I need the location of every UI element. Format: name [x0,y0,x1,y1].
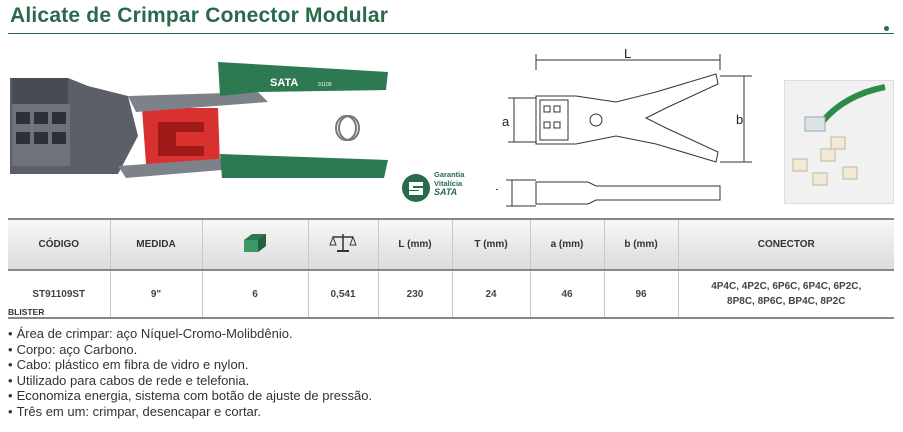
cell-t: 24 [452,270,531,319]
spec-table: CÓDIGO MEDIDA L (mm) T (mm) a (mm) b (mm… [8,218,894,319]
dimension-diagram: L a b T [496,46,752,207]
header-codigo: CÓDIGO [8,218,111,271]
cell-l: 230 [378,270,453,319]
packaging-label: BLISTER [8,307,45,317]
page-title: Alicate de Crimpar Conector Modular [10,4,389,27]
conector-line-1: 4P4C, 4P2C, 6P6C, 6P4C, 6P2C, [711,281,862,292]
connectors-photo [784,80,894,204]
cell-quantity: 6 [202,270,309,319]
feature-item: Três em um: crimpar, desencapar e cortar… [8,404,372,420]
guarantee-badge: Garantia Vitalícia SATA [398,168,478,208]
feature-item: Corpo: aço Carbono. [8,342,372,358]
header-b: b (mm) [604,218,679,271]
box-icon [244,234,266,252]
header-medida: MEDIDA [110,218,203,271]
badge-line1: Garantia [434,170,465,179]
header-t: T (mm) [452,218,531,271]
feature-list: Área de crimpar: aço Níquel-Cromo-Molibd… [8,326,373,420]
label-a: a [502,114,510,129]
feature-item: Cabo: plástico em fibra de vidro e nylon… [8,357,372,373]
header-quantity [202,218,309,271]
table-header-row: CÓDIGO MEDIDA L (mm) T (mm) a (mm) b (mm… [8,218,894,271]
cell-b: 96 [604,270,679,319]
table-row: ST91109ST 9" 6 0,541 230 24 46 96 4P4C, … [8,270,894,319]
header-a: a (mm) [530,218,605,271]
cell-conector: 4P4C, 4P2C, 6P6C, 6P4C, 6P2C, 8P8C, 8P6C… [678,270,894,319]
feature-item: Utilizado para cabos de rede e telefonia… [8,373,372,389]
title-divider [8,33,894,34]
feature-item: Área de crimpar: aço Níquel-Cromo-Molibd… [8,326,372,342]
label-T: T [496,186,498,201]
conector-line-2: 8P8C, 8P6C, BP4C, 8P2C [727,296,846,307]
cell-codigo: ST91109ST [8,270,111,319]
cell-medida: 9" [110,270,203,319]
feature-item: Economiza energia, sistema com botão de … [8,388,373,404]
header-l: L (mm) [378,218,453,271]
label-L: L [624,46,631,61]
badge-brand: SATA [434,187,458,197]
crimping-tool-photo: SATA 91109 [10,62,388,178]
header-weight [308,218,379,271]
label-b: b [736,112,743,127]
cell-weight: 0,541 [308,270,379,319]
header-conector: CONECTOR [678,218,894,271]
model-number: 91109 [318,82,332,88]
scale-icon [329,234,357,252]
cell-a: 46 [530,270,605,319]
brand-logo-text: SATA [270,77,298,89]
badge-line2: Vitalícia [434,179,463,188]
corner-dot [884,26,889,31]
